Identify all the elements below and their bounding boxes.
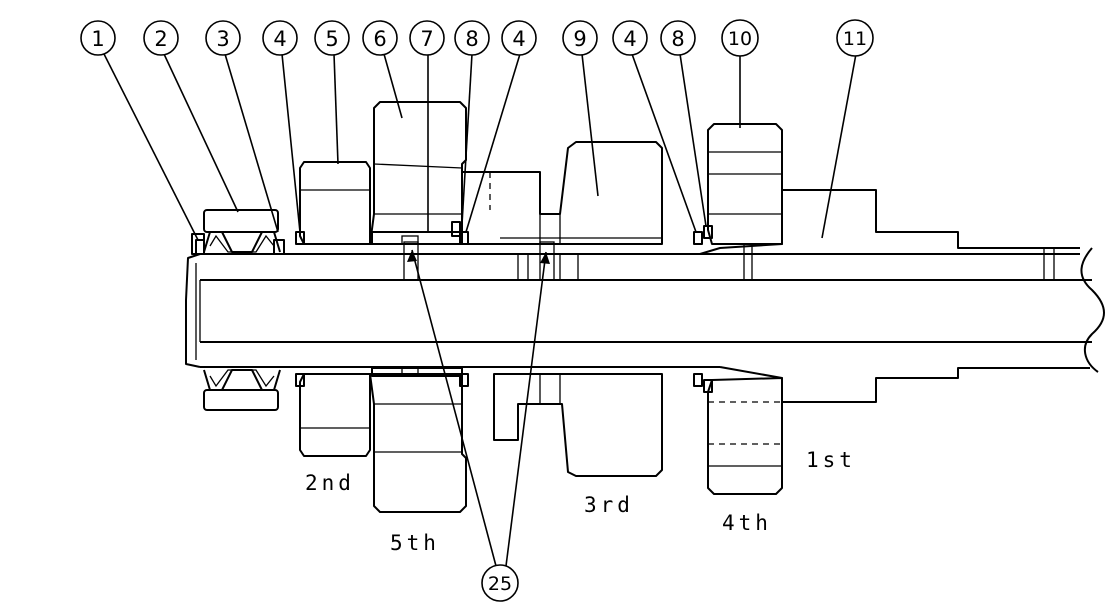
third-gear-top <box>461 141 663 245</box>
svg-text:1: 1 <box>91 27 104 51</box>
label-4th: 4th <box>722 511 772 535</box>
label-1st: 1st <box>806 448 856 472</box>
fourth-gear-top <box>707 123 783 245</box>
callout-10: 10 <box>721 19 759 57</box>
svg-text:9: 9 <box>573 27 586 51</box>
fifth-gear-bottom <box>369 373 467 513</box>
svg-text:4: 4 <box>512 27 525 51</box>
leader-lines <box>103 53 857 567</box>
third-gear-bottom <box>493 373 663 477</box>
callout-1: 1 <box>80 20 116 56</box>
svg-text:7: 7 <box>420 27 433 51</box>
svg-text:8: 8 <box>465 27 478 51</box>
callout-3: 3 <box>205 20 241 56</box>
callout-9: 9 <box>562 20 598 56</box>
needle-bearing-top <box>191 209 281 255</box>
label-2nd: 2nd <box>305 471 355 495</box>
label-5th: 5th <box>390 531 440 555</box>
svg-text:4: 4 <box>273 27 286 51</box>
shaft-first-gear-section <box>699 189 1090 403</box>
svg-text:6: 6 <box>373 27 386 51</box>
callout-25: 25 <box>481 564 519 602</box>
callout-8a: 8 <box>454 20 490 56</box>
callout-4a: 4 <box>262 20 298 56</box>
callout-11: 11 <box>836 19 874 57</box>
svg-text:10: 10 <box>728 28 752 50</box>
callout-5: 5 <box>314 20 350 56</box>
svg-text:2: 2 <box>154 27 167 51</box>
callout-4b: 4 <box>501 20 537 56</box>
needle-bearing-bottom <box>203 369 281 411</box>
callout-7: 7 <box>409 20 445 56</box>
svg-text:5: 5 <box>325 27 338 51</box>
callout-4c: 4 <box>612 20 648 56</box>
svg-text:25: 25 <box>488 573 512 595</box>
svg-text:11: 11 <box>843 28 867 50</box>
second-gear-top <box>299 161 371 245</box>
callout-6: 6 <box>362 20 398 56</box>
svg-text:3: 3 <box>216 27 229 51</box>
second-gear-bottom <box>299 373 371 457</box>
callout-2: 2 <box>143 20 179 56</box>
fourth-gear-bottom <box>707 377 783 495</box>
main-shaft <box>185 241 1105 373</box>
svg-text:8: 8 <box>671 27 684 51</box>
svg-text:4: 4 <box>623 27 636 51</box>
label-3rd: 3rd <box>584 493 634 517</box>
callout-8b: 8 <box>660 20 696 56</box>
snap-rings-bottom <box>295 373 713 393</box>
